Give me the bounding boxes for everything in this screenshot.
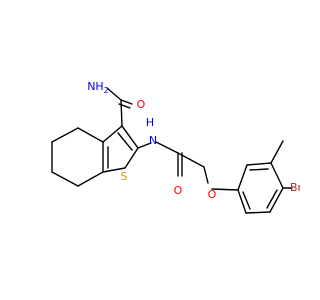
bond xyxy=(237,189,247,214)
bond xyxy=(120,99,123,127)
bond xyxy=(137,142,152,149)
amide-oxygen-label: O xyxy=(174,184,183,197)
bond xyxy=(242,191,251,210)
bond xyxy=(118,103,131,109)
nh-hydrogen-label: H xyxy=(146,116,154,129)
bromine-label: Br xyxy=(290,181,300,194)
bond xyxy=(155,141,179,154)
bond xyxy=(270,162,284,189)
atom-labels: NH2 O H N S O O Br xyxy=(87,80,300,201)
bond xyxy=(249,168,269,171)
bond xyxy=(77,171,104,187)
bond xyxy=(269,187,284,213)
bond xyxy=(203,166,209,184)
bond xyxy=(77,127,104,143)
ether-oxygen-label: O xyxy=(208,188,217,201)
bond xyxy=(51,127,79,143)
bond xyxy=(246,162,272,166)
bond xyxy=(121,125,139,149)
bond xyxy=(102,125,123,143)
bond xyxy=(211,188,239,191)
bond xyxy=(270,140,284,164)
bond-lines xyxy=(51,87,293,214)
bond xyxy=(177,152,205,168)
nh-nitrogen-label: N xyxy=(149,134,157,147)
bond xyxy=(124,147,139,169)
nh2-label: NH2 xyxy=(87,80,109,95)
bond xyxy=(51,171,79,187)
bond xyxy=(237,164,248,191)
bond xyxy=(120,99,133,105)
molecule-structure: NH2 O H N S O O Br xyxy=(51,80,300,214)
bond xyxy=(245,211,271,214)
bond xyxy=(102,167,126,173)
carboxamide-oxygen-label: O xyxy=(137,98,146,111)
bond xyxy=(266,189,278,209)
bond xyxy=(106,87,122,101)
bond xyxy=(117,132,133,151)
sulfur-label: S xyxy=(121,170,128,183)
